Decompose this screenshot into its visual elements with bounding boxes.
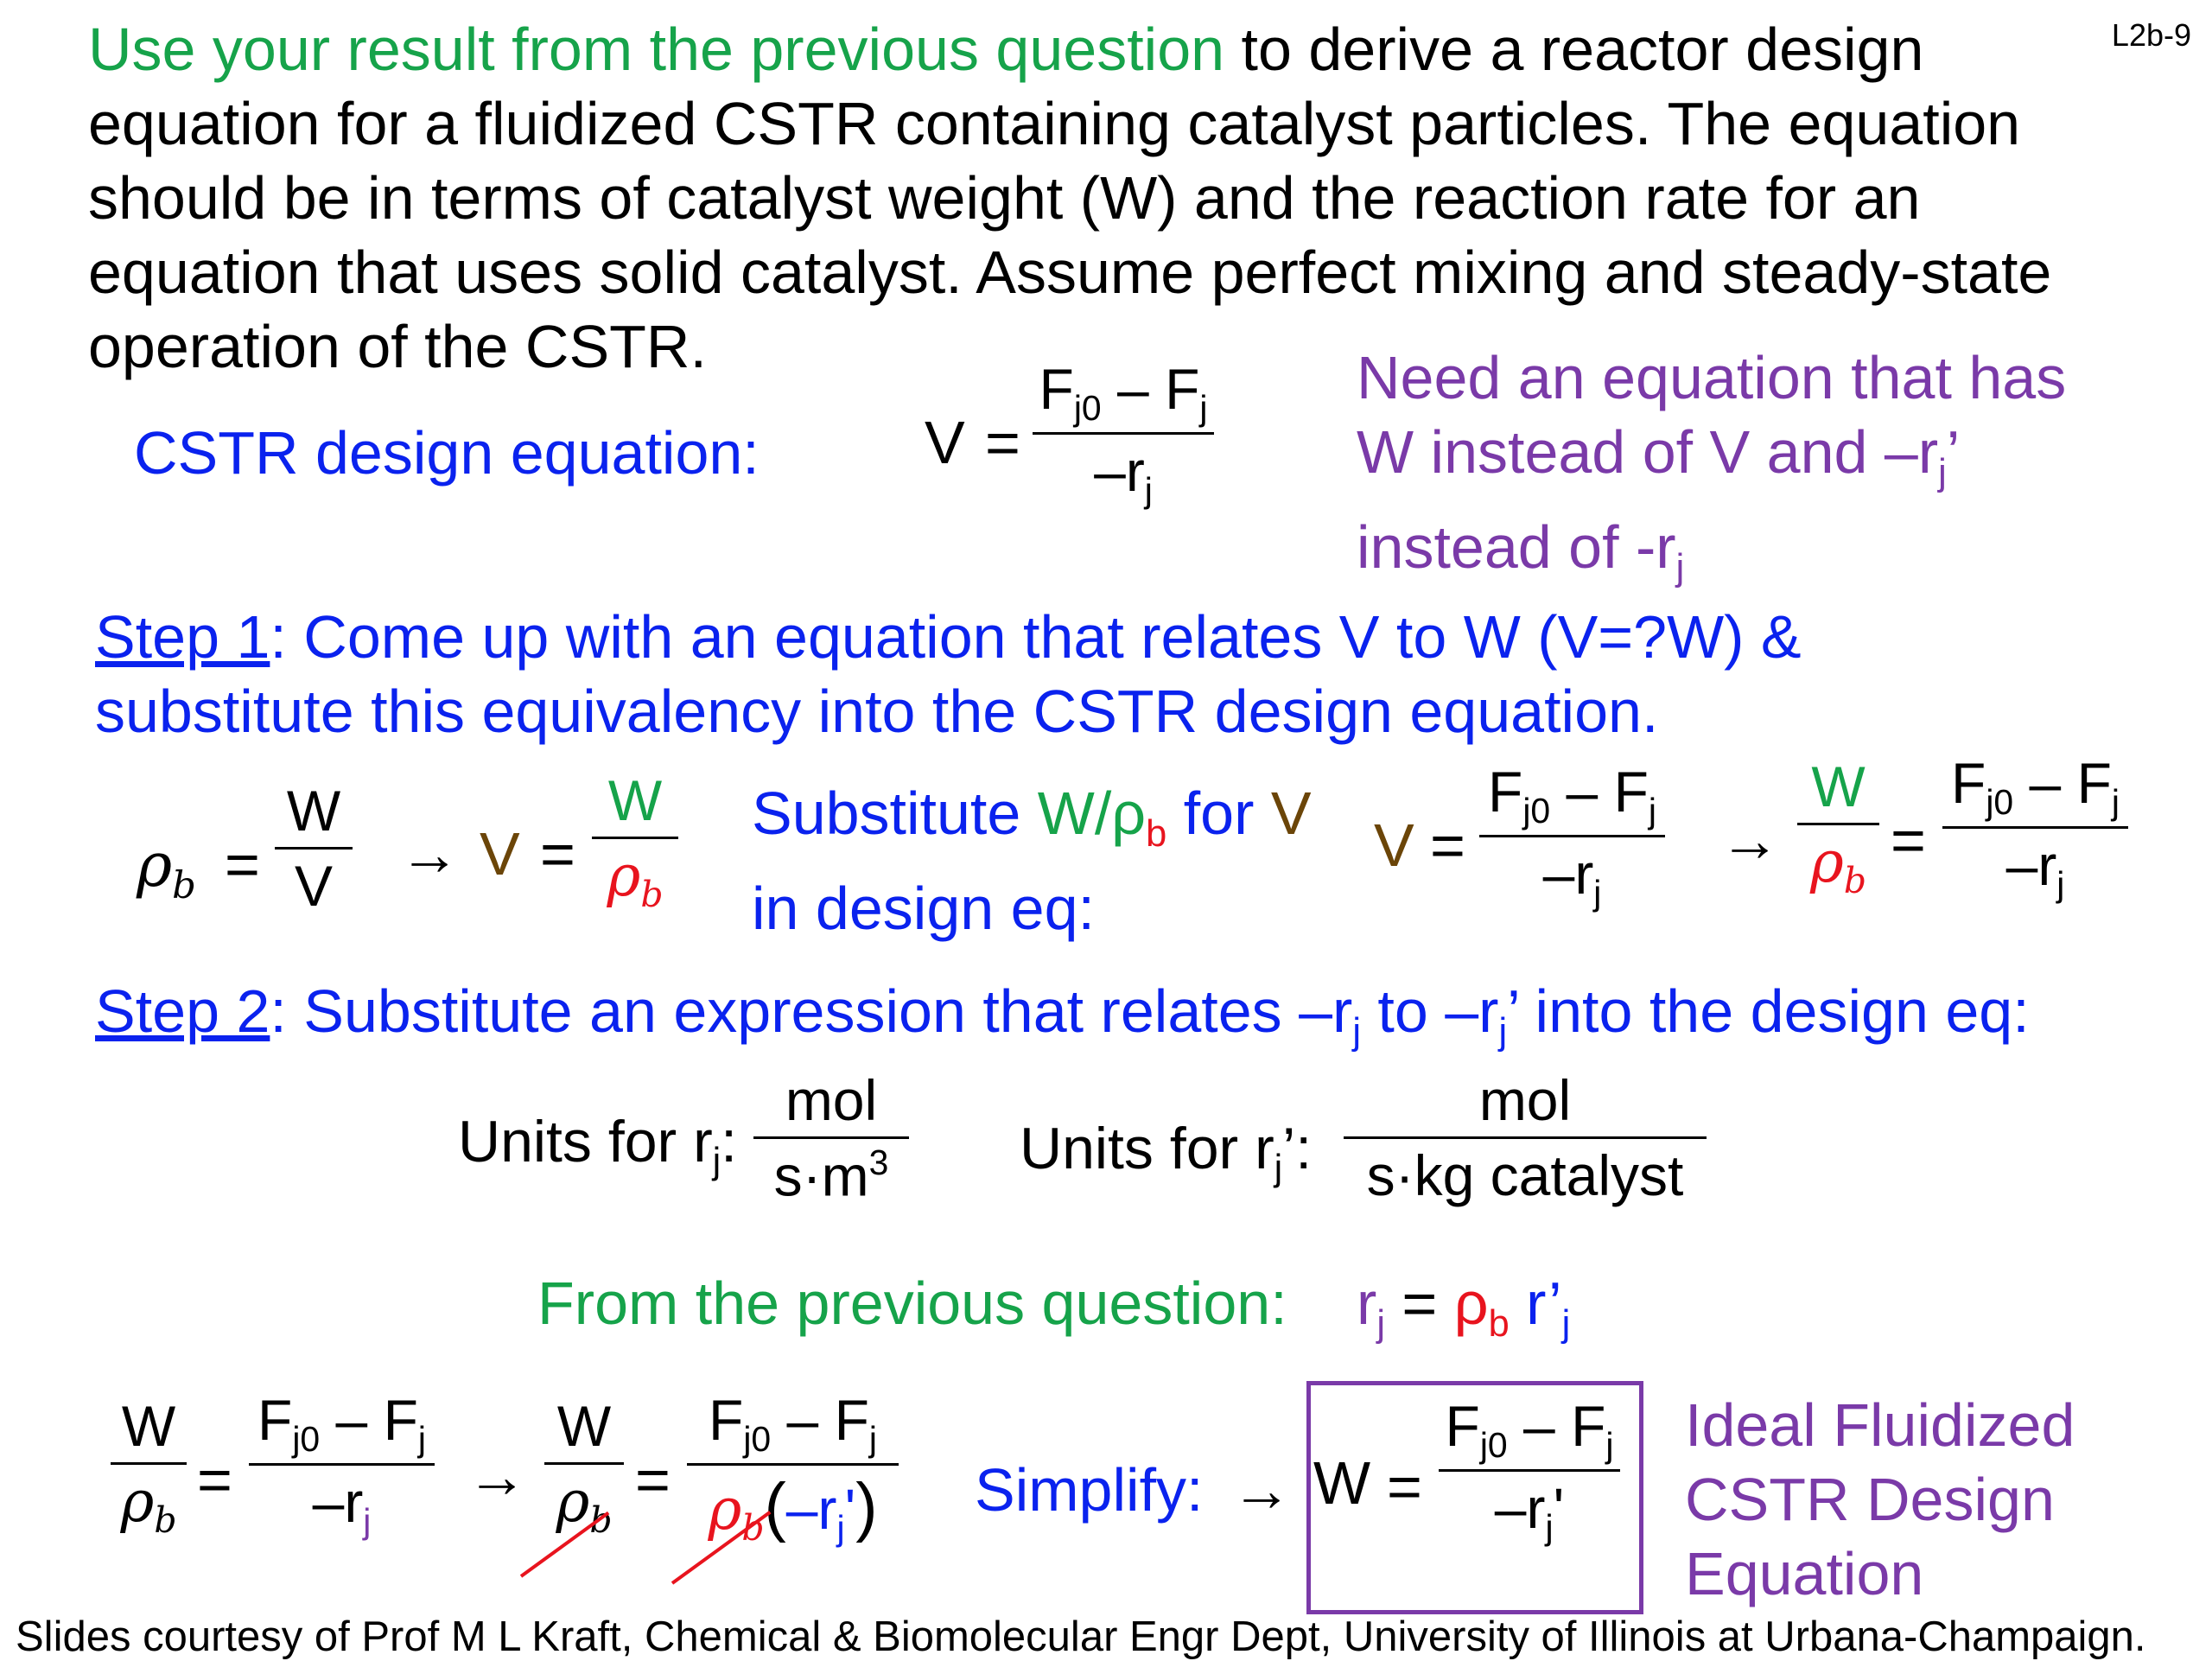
arrow-1: → (399, 820, 460, 888)
problem-line-1: Use your result from the previous questi… (88, 16, 1924, 83)
step2-label: Step 2 (95, 977, 270, 1045)
units-rj-fraction: mol s·m3 (753, 1067, 909, 1209)
units-rj-label: Units for rj: (458, 1109, 737, 1181)
step1-text: Step 1: Come up with an equation that re… (95, 603, 1802, 745)
final-fraction: Fj0 – Fj –rj' (1439, 1393, 1620, 1548)
units-rjp-fraction: mol s·kg catalyst (1344, 1067, 1707, 1208)
arrow-4: → (1231, 1456, 1292, 1524)
eq5-equals: = (197, 1446, 232, 1513)
problem-line-3: should be in terms of catalyst weight (W… (88, 164, 1921, 232)
final-equation-box (1306, 1381, 1643, 1614)
eq4-right-fraction: Fj0 – Fj –rj (1942, 750, 2128, 905)
rho-equals: = (225, 830, 260, 898)
eq3-equals: = (1430, 811, 1465, 879)
eq1-fraction-bar (1033, 432, 1214, 436)
problem-highlight: Use your result from the previous questi… (88, 16, 1225, 83)
final-equation-label: Ideal Fluidized CSTR Design Equation (1685, 1391, 2075, 1607)
eq1-fraction: Fj0 – Fj –rj (1033, 356, 1214, 511)
eq4-equals: = (1891, 806, 1926, 874)
problem-line-5: operation of the CSTR. (88, 313, 707, 380)
eq2-fraction: W ρb (592, 767, 678, 915)
eq1-V: V (925, 409, 965, 476)
eq6-equals: = (635, 1446, 671, 1513)
eq6-left-fraction: W ρb (544, 1393, 624, 1541)
step2-text: Step 2: Substitute an expression that re… (95, 977, 2030, 1053)
eq1-equals: = (985, 409, 1020, 476)
from-previous-label: From the previous question: (537, 1270, 1287, 1337)
cstr-design-label: CSTR design equation: (134, 419, 760, 487)
step1-label: Step 1 (95, 603, 270, 671)
final-W: W (1313, 1449, 1371, 1517)
eq3-fraction: Fj0 – Fj –rj (1479, 759, 1665, 913)
arrow-2: → (1719, 806, 1780, 874)
slide-reference: L2b-9 (2111, 17, 2191, 53)
eq2-V: V (480, 820, 520, 888)
problem-line-2: equation for a fluidized CSTR containing… (88, 90, 2021, 157)
eq6-right-fraction: Fj0 – Fj ρb(–rj') (687, 1387, 899, 1549)
substitute-text: Substitute W/ρb for V in design eq: (752, 780, 1312, 942)
note-need-equation: Need an equation that has W instead of V… (1357, 344, 2067, 589)
eq1-numerator: Fj0 – Fj (1039, 357, 1208, 429)
eq1-denominator: –rj (1094, 439, 1153, 511)
rho-b-symbol: ρb (137, 830, 196, 907)
footer-credits: Slides courtesy of Prof M L Kraft, Chemi… (16, 1613, 2146, 1660)
problem-line-4: equation that uses solid catalyst. Assum… (88, 239, 2052, 306)
eq2-equals: = (540, 820, 575, 888)
final-equals: = (1387, 1453, 1422, 1520)
eq5-left-fraction: W ρb (111, 1393, 187, 1541)
from-previous-equation: rj = ρb r’j (1357, 1270, 1571, 1345)
simplify-label: Simplify: (975, 1456, 1204, 1524)
rho-fraction: W V (275, 778, 353, 919)
eq4-left-fraction: W ρb (1797, 754, 1879, 901)
eq3-V: V (1374, 811, 1414, 879)
units-rjp-label: Units for rj’: (1020, 1116, 1313, 1188)
eq5-right-fraction: Fj0 – Fj –rj (249, 1387, 435, 1542)
problem-statement: Use your result from the previous questi… (88, 12, 2051, 384)
arrow-3: → (467, 1442, 527, 1510)
